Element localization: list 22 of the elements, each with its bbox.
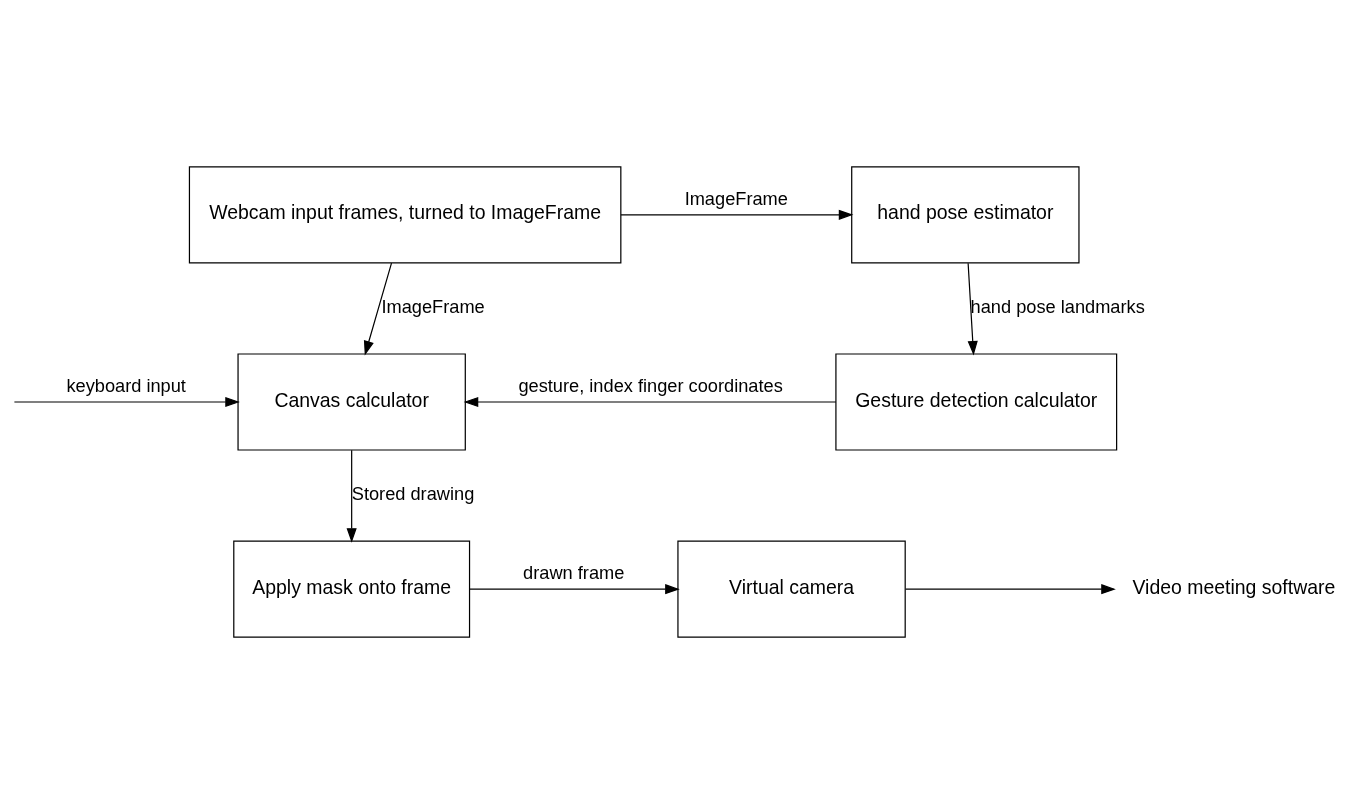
arrow — [346, 449, 357, 543]
node-box: Apply mask onto frame — [233, 540, 471, 638]
edge-label: hand pose landmarks — [970, 296, 1145, 317]
edge-label: keyboard input — [66, 376, 186, 397]
node-text: Video meeting software — [1132, 575, 1336, 598]
arrow — [363, 262, 393, 356]
arrow — [620, 209, 854, 220]
arrow — [905, 584, 1116, 595]
edge-label: ImageFrame — [381, 296, 485, 317]
edge-label: drawn frame — [523, 563, 625, 584]
node-box: Canvas calculator — [237, 353, 466, 451]
arrow — [463, 396, 837, 408]
node-box: Webcam input frames, turned to ImageFrame — [188, 166, 622, 264]
node-box: hand pose estimator — [851, 166, 1080, 264]
node-box: Gesture detection calculator — [835, 353, 1118, 451]
edge-label: Stored drawing — [351, 483, 475, 504]
node-box: Virtual camera — [677, 540, 906, 638]
arrow — [468, 584, 680, 595]
arrow — [967, 262, 978, 356]
edge-label: ImageFrame — [684, 189, 788, 210]
arrow — [13, 396, 240, 408]
edge-label: gesture, index finger coordinates — [518, 376, 783, 397]
